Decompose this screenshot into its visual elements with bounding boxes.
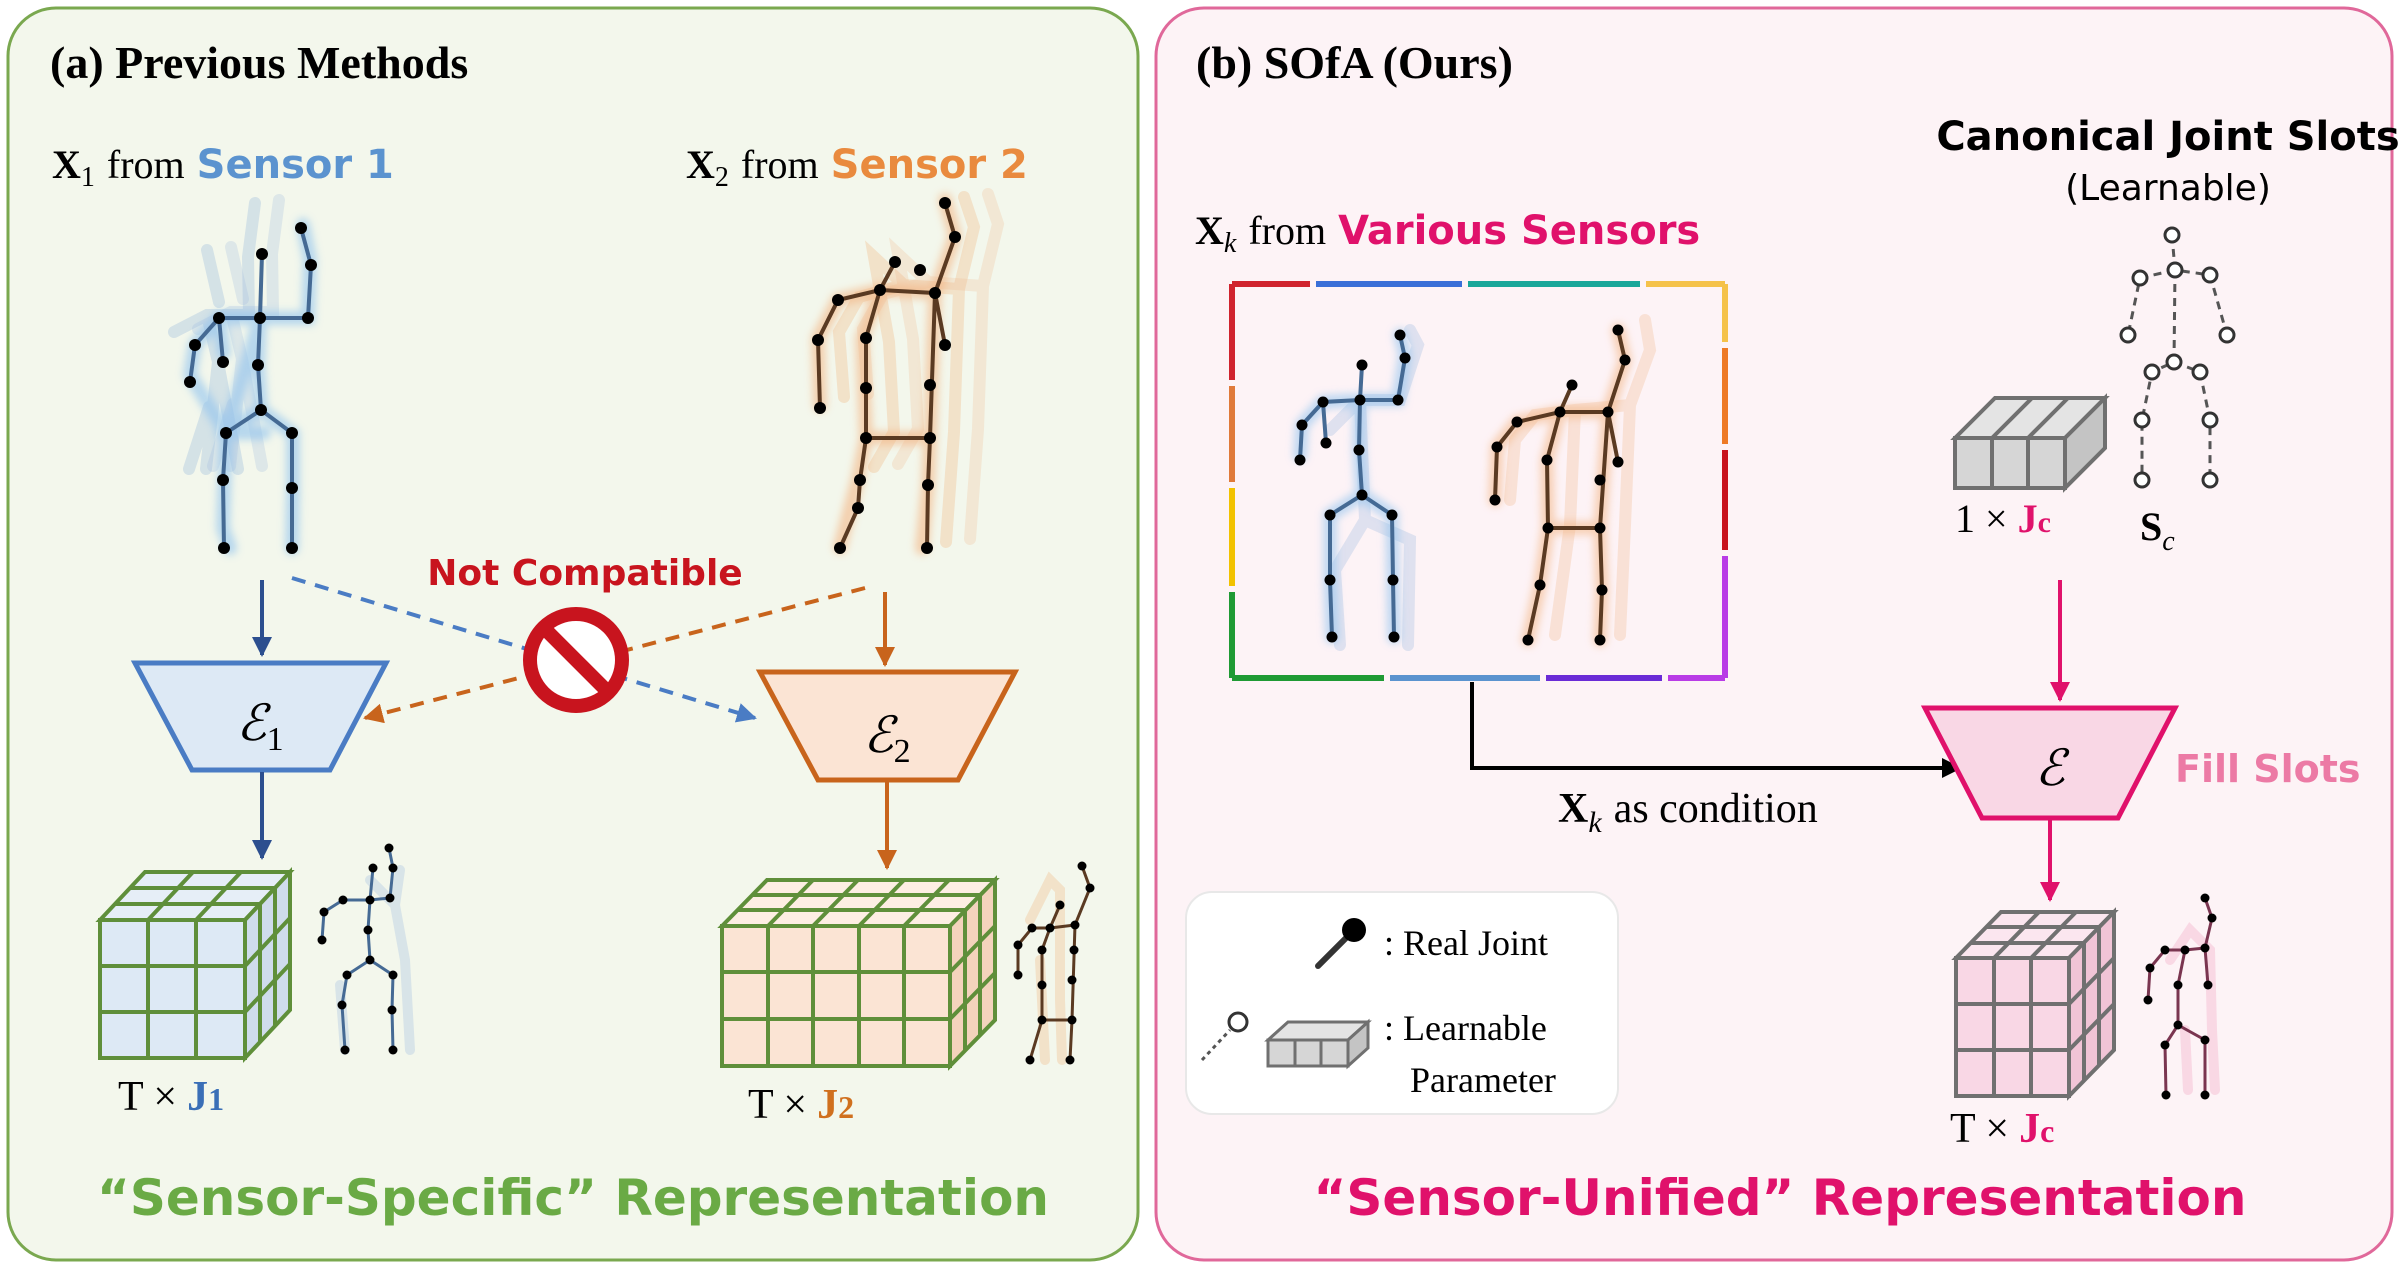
canonical-skeleton: [2119, 226, 2236, 489]
various-skeleton-blue: [1293, 324, 1425, 651]
skeleton-sensor1: [168, 194, 318, 555]
legend-learnable: : Learnable: [1384, 1008, 1547, 1048]
output2-cube: [717, 875, 1000, 1071]
learnable-block-icon: [1264, 1018, 1372, 1070]
encoder1: ℰ1: [130, 660, 391, 773]
various-skeleton-orange: [1488, 314, 1657, 647]
not-compatible-label: Not Compatible: [427, 553, 742, 594]
legend: : Real Joint : Learnable Parameter: [1185, 891, 1619, 1115]
prohibited-icon: [523, 607, 629, 713]
legend-real-joint: : Real Joint: [1384, 923, 1548, 963]
param-size-label: 1 ×Jc: [1955, 496, 2051, 541]
slots-subtitle: (Learnable): [2065, 168, 2271, 209]
arrow-condition-to-encoder: [1470, 682, 1962, 778]
left-panel-caption: “Sensor-Specific” Representation: [97, 1169, 1049, 1227]
right-panel-title: (b) SOfA (Ours): [1196, 37, 1513, 88]
unified-output-skeleton: [2143, 893, 2220, 1100]
unified-output-cube: [1951, 907, 2119, 1101]
output1-label: T ×J1: [118, 1074, 224, 1120]
unified-encoder: ℰ: [1920, 705, 2180, 821]
output2-skeleton: [1013, 861, 1095, 1065]
encoder2: ℰ2: [755, 669, 1020, 783]
svg-text:ℰ1: ℰ1: [236, 695, 283, 758]
various-sensors-frame: [1229, 281, 1728, 681]
output1-skeleton: [317, 843, 415, 1055]
slots-var-label: Sc: [2140, 504, 2175, 557]
learnable-parameter-block: [1950, 393, 2110, 493]
legend-parameter: Parameter: [1410, 1060, 1556, 1100]
fill-slots-label: Fill Slots: [2175, 747, 2361, 791]
skeleton-sensor2: [810, 188, 1005, 555]
right-panel-caption: “Sensor-Unified” Representation: [1314, 1169, 2247, 1227]
slots-title: Canonical Joint Slots: [1936, 114, 2399, 160]
output1-cube: [95, 866, 295, 1064]
dashed-arrow-sensor1-to-encoder2: [291, 576, 757, 723]
svg-text:ℰ2: ℰ2: [863, 707, 910, 770]
unified-output-label: T ×Jc: [1950, 1106, 2054, 1152]
real-joint-icon: [1315, 918, 1366, 969]
learnable-joint-icon: [1200, 1011, 1249, 1062]
left-panel-title: (a) Previous Methods: [50, 37, 468, 88]
output2-label: T ×J2: [748, 1082, 854, 1128]
svg-text:ℰ: ℰ: [2035, 740, 2070, 796]
